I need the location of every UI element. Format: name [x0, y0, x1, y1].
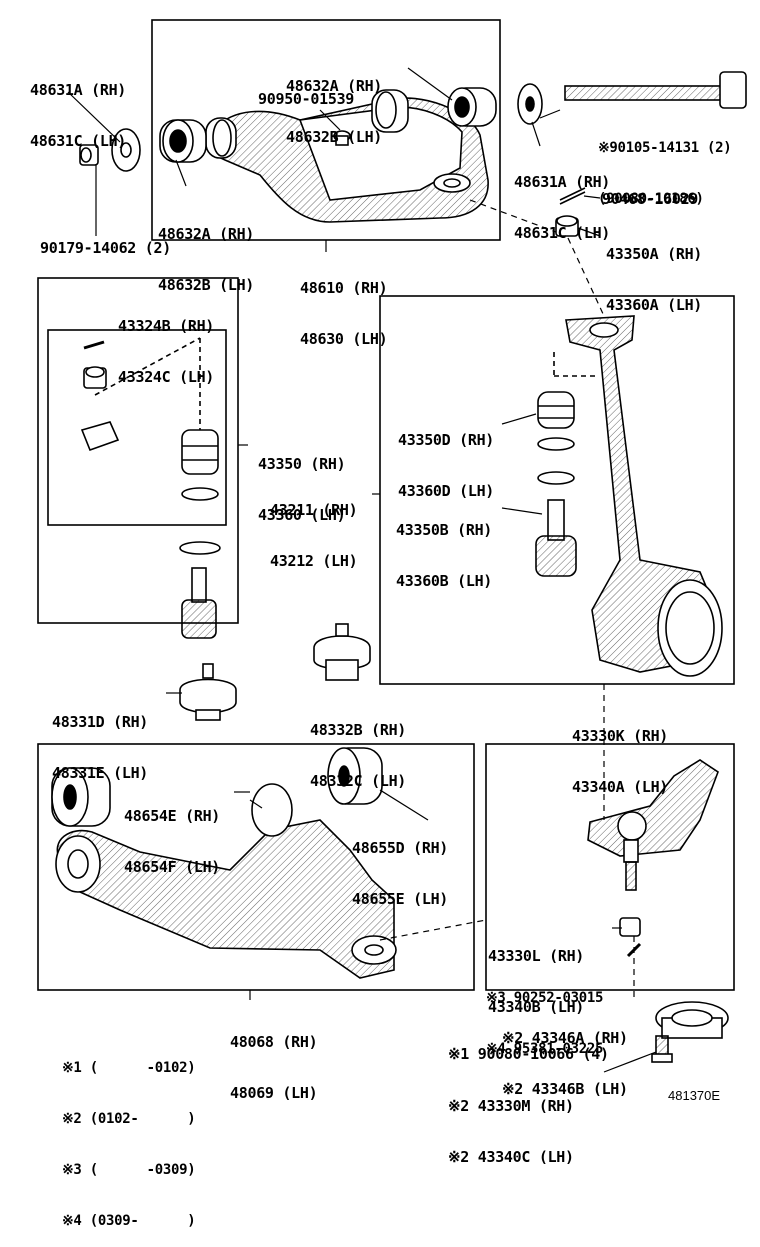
label-nut-left: 90179-14062 (2) — [40, 239, 171, 257]
mounting-bolt — [651, 1035, 673, 1063]
kit-nut — [83, 366, 107, 389]
label-knuckle-boot: 43350D (RH) 43360D (LH) — [398, 431, 495, 500]
label-washer-right: 48631A (RH) 48631C (LH) — [514, 173, 611, 242]
label-lower-joint-left: 48331D (RH) 48331E (LH) — [52, 713, 149, 782]
knuckle-ball-joint — [535, 499, 577, 577]
label-lower-ball-joint-pin: ※3 90252-03015 ※4 95381-03225 — [486, 990, 604, 1057]
grease-fitting — [333, 130, 351, 146]
exploded-parts-diagram — [37, 19, 747, 1073]
notes-legend: ※1 ( -0102) ※2 (0102- ) ※3 ( -0309) ※4 (… — [62, 1060, 196, 1229]
label-knuckle-joint: 43350B (RH) 43360B (LH) — [396, 521, 493, 590]
label-bolt: ※90105-14131 (2) (90080-10186) — [598, 140, 732, 207]
nut-left — [79, 144, 99, 166]
lower-bushing-rear — [327, 747, 383, 805]
label-lower-ball-joint-nut: 43330L (RH) 43340B (LH) — [488, 947, 585, 1016]
lower-control-arm — [51, 747, 397, 979]
label-lower-joint-center: 48332B (RH) 48332C (LH) — [310, 721, 407, 790]
upper-control-arm — [79, 71, 747, 237]
label-ball-joint-kit: 43324B (RH) 43324C (LH) — [118, 317, 215, 386]
label-grease-fitting: 90950-01539 — [258, 90, 355, 108]
knuckle-boot — [537, 391, 575, 429]
diagram-code: 481370E — [668, 1088, 721, 1103]
label-upper-arm: 48610 (RH) 48630 (LH) — [300, 279, 388, 348]
ball-joint-inner-frame — [47, 329, 227, 526]
lower-ball-joint-center — [313, 623, 371, 681]
knuckle-arm — [587, 759, 729, 1063]
label-knuckle-arm: 43330K (RH) 43340A (LH) — [572, 727, 669, 796]
upper-bushing-left — [159, 119, 207, 163]
kit-boot-cap — [80, 421, 120, 452]
upper-bushing-top — [447, 87, 497, 127]
label-mounting-bolts: ※1 90080-10066 (4) — [448, 1045, 609, 1063]
dust-cover — [655, 1001, 729, 1039]
label-lower-ball-joint-assembly: ※2 43330M (RH) ※2 43340C (LH) — [448, 1097, 574, 1166]
snap-ring — [179, 541, 221, 555]
label-dust-cover: ※2 43346A (RH) ※2 43346B (LH) — [502, 1029, 628, 1098]
lower-bushing-front — [51, 767, 111, 827]
knuckle-frame — [379, 295, 735, 685]
lower-ball-joint-frame — [485, 743, 735, 991]
steering-knuckle — [535, 315, 723, 677]
castle-nut — [555, 215, 579, 237]
label-upper-bushing-left: 48632A (RH) 48632B (LH) — [158, 225, 255, 294]
label-knuckle: 43211 (RH) 43212 (LH) — [270, 501, 358, 570]
lower-ball-joint-left — [179, 663, 237, 721]
kit-ball-joint — [181, 429, 219, 501]
label-lower-bushing-front: 48654E (RH) 48654F (LH) — [124, 807, 221, 876]
label-ball-joint-assembly: 43350 (RH) 43360 (LH) — [258, 455, 346, 524]
label-cotter-pin: 90468-16029 — [602, 190, 699, 208]
label-washer-left: 48631A (RH) 48631C (LH) — [30, 81, 127, 150]
cotter-pin — [559, 187, 586, 205]
lower-ball-joint-nut — [619, 917, 641, 937]
lower-arm-frame — [37, 743, 475, 991]
label-lower-bushing-rear: 48655D (RH) 48655E (LH) — [352, 839, 449, 908]
label-upper-bushing-top: 48632A (RH) 48632B (LH) — [286, 77, 383, 146]
ball-stud — [181, 567, 217, 639]
label-lower-arm: 48068 (RH) 48069 (LH) — [230, 1033, 318, 1102]
label-castle-nut: 43350A (RH) 43360A (LH) — [606, 245, 703, 314]
ball-joint-kit-frame — [37, 277, 239, 624]
bolt-right — [517, 71, 747, 125]
